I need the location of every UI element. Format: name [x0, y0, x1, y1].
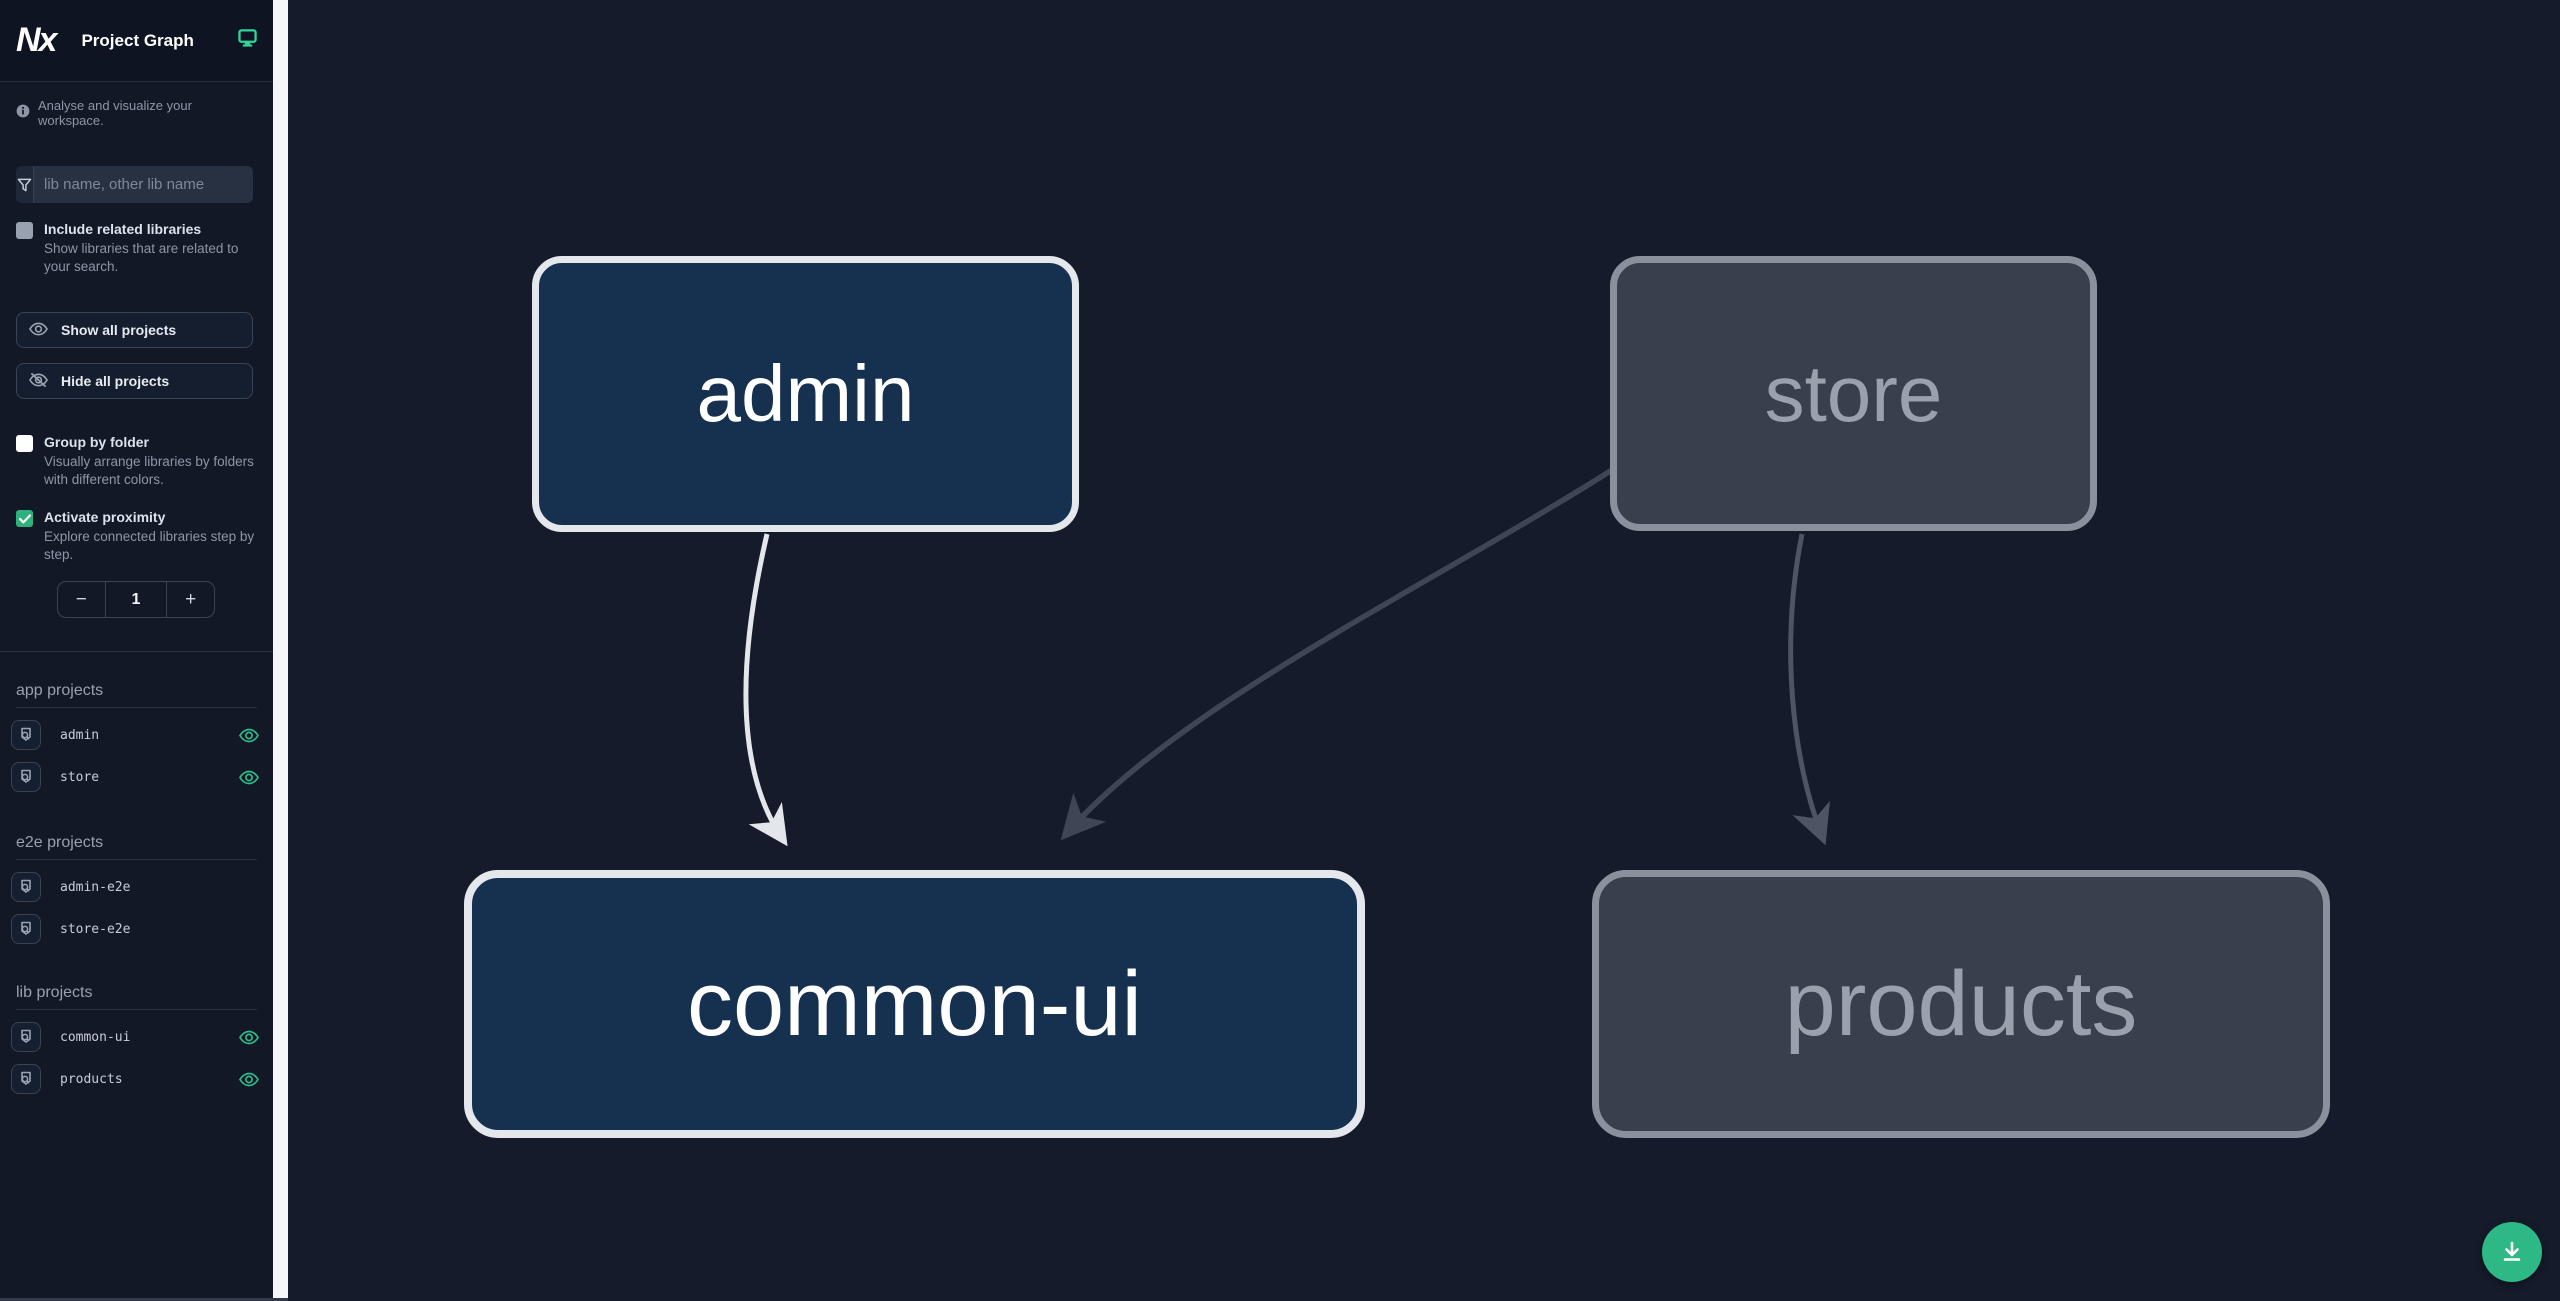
project-row-store-e2e: store-e2e [11, 914, 259, 944]
focus-icon [21, 1071, 31, 1085]
download-graph-button[interactable] [2482, 1222, 2542, 1282]
sidebar: Nx Project Graph Analyse and visualize y… [0, 0, 273, 1301]
project-row-admin-e2e: admin-e2e [11, 872, 259, 902]
show-all-projects-label: Show all projects [61, 322, 177, 338]
visibility-eye-icon[interactable] [239, 1072, 259, 1087]
hide-all-projects-button[interactable]: Hide all projects [16, 363, 253, 399]
graph-node-products[interactable]: products [1592, 870, 2330, 1138]
project-row-admin: admin [11, 720, 259, 750]
focus-project-button[interactable] [11, 1022, 41, 1052]
visibility-eye-icon[interactable] [239, 728, 259, 743]
sidebar-resize-handle[interactable] [273, 0, 288, 1301]
proximity-stepper: − 1 + [57, 581, 215, 618]
visibility-eye-icon[interactable] [239, 770, 259, 785]
proximity-value: 1 [104, 582, 168, 617]
include-related-description: Show libraries that are related to your … [44, 241, 239, 274]
node-label: common-ui [686, 952, 1142, 1055]
tagline-text: Analyse and visualize your workspace. [38, 98, 192, 128]
graph-node-common-ui[interactable]: common-ui [464, 870, 1365, 1138]
include-related-label: Include related libraries [44, 221, 202, 237]
focus-icon [21, 769, 31, 783]
graph-node-store[interactable]: store [1610, 256, 2097, 531]
project-name: products [60, 1071, 123, 1087]
bottom-edge-line [0, 1298, 288, 1301]
search-box [16, 166, 253, 203]
node-label: products [1784, 952, 2138, 1055]
project-name: admin [60, 727, 100, 743]
project-row-store: store [11, 762, 259, 792]
focus-icon [21, 921, 31, 935]
nx-logo: Nx [16, 21, 57, 59]
filter-icon [16, 166, 34, 203]
group-by-folder-label: Group by folder [44, 434, 149, 450]
download-icon [2503, 1241, 2521, 1261]
sidebar-divider [0, 651, 273, 652]
edge-store-to-products [1788, 533, 1830, 846]
page-title: Project Graph [81, 30, 194, 50]
edge-admin-to-common-ui [743, 533, 788, 847]
activate-proximity-row: Activate proximity Explore connected lib… [0, 509, 273, 564]
search-input[interactable] [34, 166, 253, 203]
hide-all-projects-label: Hide all projects [61, 373, 170, 389]
eye-slash-icon [29, 372, 48, 391]
include-related-row: Include related libraries Show libraries… [0, 221, 273, 276]
project-name: store [60, 769, 100, 785]
group-by-folder-description: Visually arrange libraries by folders wi… [44, 454, 254, 487]
node-label: admin [696, 349, 915, 438]
sidebar-header: Nx Project Graph [0, 0, 273, 82]
group-by-folder-row: Group by folder Visually arrange librari… [0, 434, 273, 489]
info-icon [16, 104, 30, 123]
focus-icon [21, 1029, 31, 1043]
activate-proximity-checkbox[interactable] [16, 510, 33, 527]
proximity-decrement-button[interactable]: − [58, 582, 105, 617]
focus-project-button[interactable] [11, 720, 41, 750]
node-label: store [1764, 348, 1943, 438]
check-icon [18, 513, 31, 523]
focus-project-button[interactable] [11, 914, 41, 944]
section-title-app-projects: app projects [16, 682, 257, 708]
focus-project-button[interactable] [11, 1064, 41, 1094]
focus-project-button[interactable] [11, 762, 41, 792]
project-name: store-e2e [60, 921, 131, 937]
focus-project-button[interactable] [11, 872, 41, 902]
section-title-lib-projects: lib projects [16, 984, 257, 1010]
edge-store-to-common-ui [1060, 467, 1614, 841]
activate-proximity-description: Explore connected libraries step by step… [44, 529, 255, 562]
section-title-e2e-projects: e2e projects [16, 834, 257, 860]
graph-node-admin[interactable]: admin [532, 256, 1079, 532]
proximity-increment-button[interactable]: + [167, 582, 214, 617]
include-related-checkbox[interactable] [16, 222, 33, 239]
project-name: admin-e2e [60, 879, 131, 895]
show-all-projects-button[interactable]: Show all projects [16, 312, 253, 348]
project-name: common-ui [60, 1029, 131, 1045]
tagline-row: Analyse and visualize your workspace. [0, 82, 273, 128]
focus-icon [21, 727, 31, 741]
visibility-eye-icon[interactable] [239, 1030, 259, 1045]
project-row-common-ui: common-ui [11, 1022, 259, 1052]
activate-proximity-label: Activate proximity [44, 509, 166, 525]
eye-icon [29, 321, 48, 339]
project-row-products: products [11, 1064, 259, 1094]
group-by-folder-checkbox[interactable] [16, 435, 33, 452]
focus-icon [21, 879, 31, 893]
monitor-icon [238, 29, 257, 52]
